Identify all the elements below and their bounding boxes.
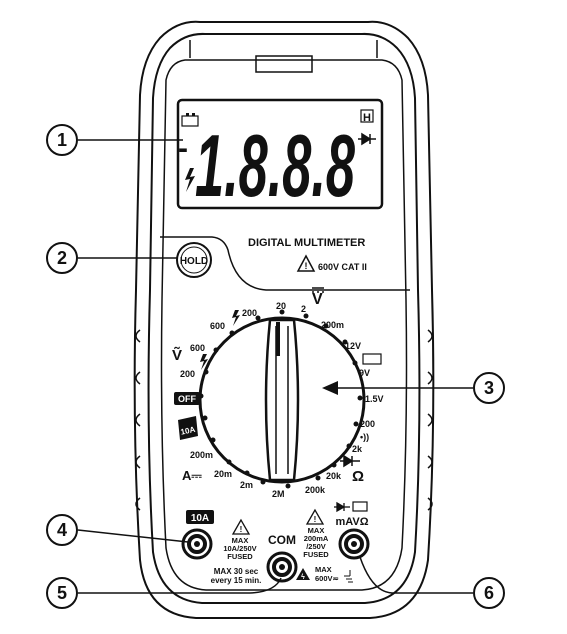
svg-text:!: ! — [305, 261, 308, 271]
jack-10a[interactable] — [181, 528, 213, 560]
svg-text:5: 5 — [57, 583, 67, 603]
dial-label-ohm-200: 200 — [360, 419, 375, 429]
mavo-battery-icon — [352, 501, 368, 512]
dial-label-ohm-2k: 2k — [352, 444, 363, 454]
battery-test-icon — [362, 353, 382, 365]
svg-text:2: 2 — [57, 248, 67, 268]
dial-position-dots — [198, 309, 363, 489]
jack-mavo[interactable] — [338, 528, 370, 560]
amp-dc-symbol: A⎓ — [182, 468, 202, 483]
svg-text:4: 4 — [57, 520, 67, 540]
callout-5: 5 — [46, 577, 78, 609]
callout-3: 3 — [473, 372, 505, 404]
hold-button-label: HOLD — [180, 256, 208, 267]
dial-label-v-dc-2: 2 — [301, 304, 306, 314]
volt-ac-symbol: Ṽ — [172, 346, 182, 364]
mavo-diode-icon — [334, 501, 350, 513]
dial-labels: 20 2 V 200m 12V 9V 1.5V 200 •)) 2k 20k Ω… — [172, 287, 384, 499]
dial-label-amp-200m: 200m — [190, 450, 213, 460]
jack-com[interactable] — [266, 551, 298, 583]
dial-label-ohm-2m: 2M — [272, 489, 285, 499]
svg-text:3: 3 — [484, 378, 494, 398]
svg-text:MAX: MAX — [315, 565, 332, 574]
battery-icon — [181, 113, 199, 127]
mavo-warning-text: MAX 200mA /250V FUSED — [303, 526, 329, 559]
dial-label-battery-12v: 12V — [345, 341, 361, 351]
svg-text:!: ! — [240, 525, 243, 534]
continuity-icon: •)) — [360, 432, 369, 442]
dial-label-v-ac-600: 600 — [190, 343, 205, 353]
lcd-minus-sign: - — [178, 132, 188, 165]
dc-symbol-bar — [312, 287, 324, 293]
lightning-ac-icon — [200, 354, 208, 370]
volt-dc-symbol: V — [312, 291, 323, 308]
svg-text:6: 6 — [484, 583, 494, 603]
ohm-symbol: Ω — [352, 468, 364, 485]
svg-text:/250V: /250V — [306, 542, 326, 551]
svg-text:1: 1 — [57, 130, 67, 150]
svg-text:10A/250V: 10A/250V — [223, 544, 256, 553]
dial-label-amp-2m: 2m — [240, 480, 253, 490]
ground-icon — [344, 570, 353, 583]
svg-text:200mA: 200mA — [304, 534, 329, 543]
svg-text:10A: 10A — [191, 513, 209, 524]
lcd-digits: 1.8.8.8 — [195, 116, 355, 215]
callout-2: 2 — [46, 242, 78, 274]
callout-4: 4 — [46, 514, 78, 546]
multimeter-body — [133, 20, 435, 619]
jack-10a-label-badge: 10A — [186, 510, 214, 524]
panel-title: DIGITAL MULTIMETER — [248, 237, 365, 249]
dial-label-v-dc-600: 600 — [210, 321, 225, 331]
svg-text:FUSED: FUSED — [303, 550, 329, 559]
dial-label-amp-20m: 20m — [214, 469, 232, 479]
warning-triangle-icon: ! — [296, 254, 316, 272]
lightning-dc-icon — [232, 310, 240, 326]
dial-label-battery-1-5v: 1.5V — [365, 394, 384, 404]
dial-label-ohm-200k: 200k — [305, 485, 326, 495]
dial-label-battery-9v: 9V — [359, 368, 370, 378]
dial-label-v-ac-200: 200 — [180, 369, 195, 379]
svg-text:!: ! — [314, 515, 317, 524]
callout-leaders — [77, 139, 473, 594]
dial-arrow-head — [322, 381, 338, 395]
dial-label-ohm-20k: 20k — [326, 471, 342, 481]
dial-pointer — [276, 322, 280, 356]
diode-test-icon — [340, 454, 360, 468]
mavo-max-volts-warning: ϟ MAX 600V≂ — [296, 565, 353, 583]
svg-text:OFF: OFF — [178, 394, 196, 404]
svg-text:FUSED: FUSED — [227, 552, 253, 561]
svg-text:10A: 10A — [180, 425, 196, 437]
mavo-jack-symbols: mAVΩ — [334, 501, 369, 528]
com-label: COM — [268, 533, 296, 547]
svg-text:ϟ: ϟ — [301, 574, 305, 581]
lightning-icon — [185, 168, 195, 192]
svg-text:MAX 30 sec: MAX 30 sec — [214, 567, 259, 576]
dial-label-v-dc-200: 200 — [242, 308, 257, 318]
diode-indicator-icon — [358, 132, 376, 146]
callout-1: 1 — [46, 124, 78, 156]
rotary-dial[interactable] — [198, 316, 366, 484]
dial-label-v-dc-200m: 200m — [321, 320, 344, 330]
callout-6: 6 — [473, 577, 505, 609]
cat-rating: 600V CAT II — [318, 262, 367, 272]
svg-text:600V≂: 600V≂ — [315, 574, 340, 583]
panel-divider — [160, 236, 410, 291]
mavo-label: mAVΩ — [335, 516, 368, 528]
mavo-warning-triangle-icon: ! — [305, 508, 325, 525]
svg-text:every 15 min.: every 15 min. — [211, 576, 262, 585]
dial-label-v-dc-20: 20 — [276, 301, 286, 311]
dial-label-off-badge: OFF — [174, 392, 200, 405]
amp-jack-duty-text: MAX 30 sec every 15 min. — [211, 567, 262, 585]
amp-jack-warning-text: MAX 10A/250V FUSED — [223, 536, 256, 561]
hold-button[interactable]: HOLD — [176, 242, 212, 278]
lcd-display: - 1.8.8.8 H — [176, 98, 384, 215]
dial-label-10a-badge: 10A — [178, 416, 198, 440]
amp-jack-warning-triangle-icon: ! — [231, 518, 251, 535]
hold-indicator: H — [363, 112, 371, 124]
svg-text:MAX: MAX — [308, 526, 325, 535]
svg-text:MAX: MAX — [232, 536, 249, 545]
